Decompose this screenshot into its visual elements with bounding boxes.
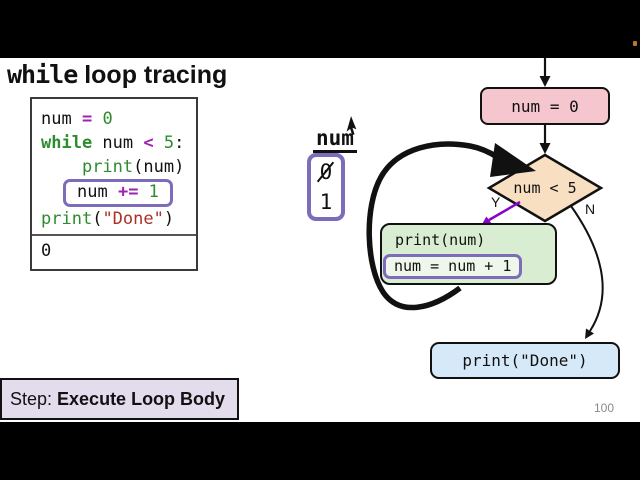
loop-back-arrow [366,141,501,311]
trace-value-box: 0 1 [307,153,345,221]
highlighted-statement: num += 1 [63,179,173,207]
no-branch-arrow [570,205,604,332]
trace-variable-header: num [313,126,357,153]
body-print-statement: print(num) [395,231,486,249]
page-number: 100 [594,401,615,415]
body-highlighted-statement: num = num + 1 [383,254,522,279]
step-name: Execute Loop Body [57,388,226,409]
loop-back-arrowhead-icon [490,143,536,177]
step-prefix: Step: [10,388,58,409]
code-line-5: print("Done") [41,209,175,229]
flowchart-init-box: num = 0 [480,87,610,125]
mouse-cursor-icon [345,113,358,137]
code-line-3: print(num) [81,157,185,177]
flowchart-done-box: print("Done") [430,342,620,379]
code-line-1: num = 0 [41,109,113,129]
flowchart-loop-body-box: print(num) num = num + 1 [380,223,557,285]
code-panel: num = 0 while num < 5: print(num) num +=… [30,97,198,271]
trace-current-value: 1 [319,190,333,214]
code-output-divider [32,234,196,236]
flowchart-condition-label: num < 5 [513,179,577,197]
title-rest: loop tracing [77,61,228,89]
entry-arrowhead-icon [539,76,551,87]
recording-dot-icon [633,41,637,46]
trace-old-value: 0 [311,157,341,187]
step-indicator-badge: Step: Execute Loop Body [0,378,240,420]
no-edge-label: N [585,201,596,217]
no-arrowhead-icon [585,328,594,339]
yes-edge-label: Y [491,194,501,210]
code-line-4: num += 1 [32,179,196,207]
title-code-word: while [7,60,78,89]
page-title: while loop tracing [7,60,227,90]
init-arrowhead-icon [539,143,551,154]
code-line-2: while num < 5: [41,133,185,153]
yes-branch-arrow [488,200,521,222]
code-output: 0 [41,241,52,261]
